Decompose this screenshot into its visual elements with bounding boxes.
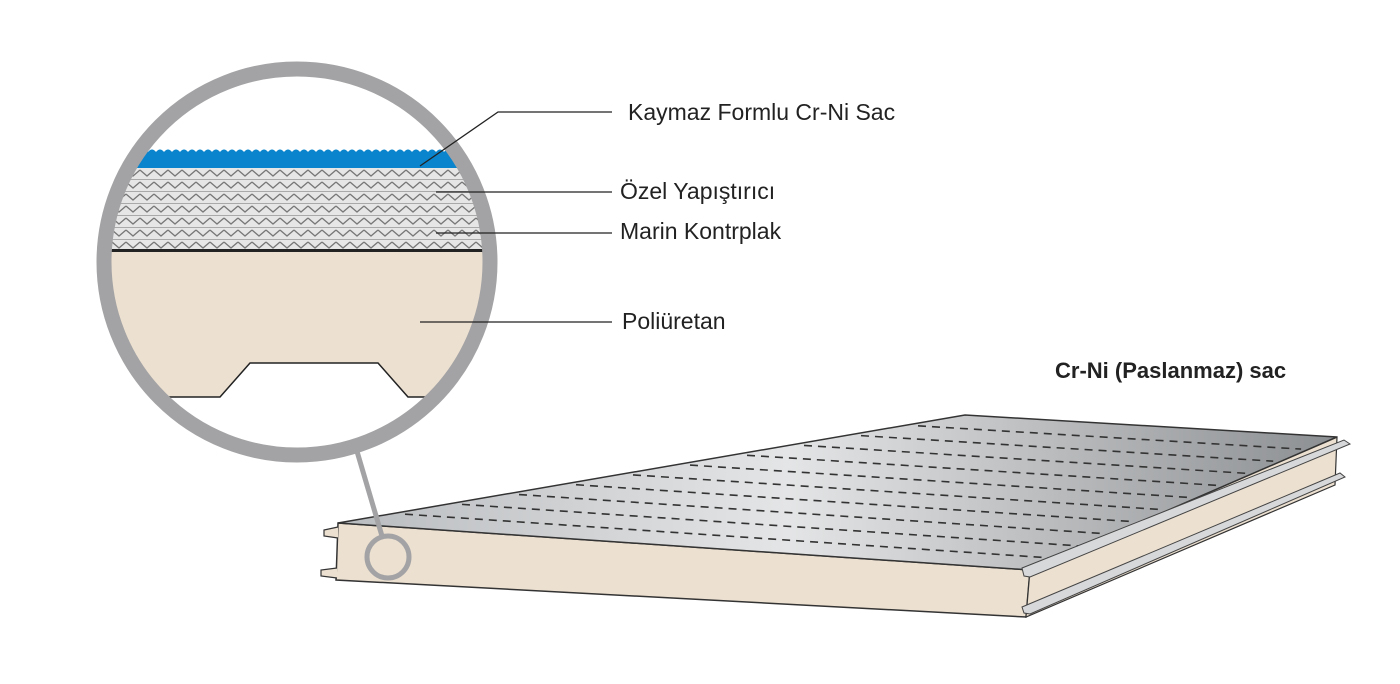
side-rail-bottom [1021, 472, 1346, 615]
layer-polyurethane [111, 252, 483, 397]
detail-connector [353, 447, 385, 537]
panel-dash-line [518, 493, 1106, 535]
label-adhesive: Özel Yapıştırıcı [620, 178, 776, 204]
layer-adhesive-line [111, 249, 483, 252]
layer-plywood [111, 168, 483, 250]
panel-dash-line [461, 503, 1078, 547]
detail-cross-section [111, 76, 483, 448]
panel-dash-line [917, 425, 1302, 450]
panel-dash-line [632, 474, 1162, 511]
panel-dash-line [404, 513, 1050, 559]
panel-dash-lines [404, 425, 1302, 559]
panel-illustration [320, 414, 1352, 618]
leader-lines [419, 111, 612, 323]
label-polyurethane: Poliüretan [622, 308, 726, 334]
left-tongue-top [323, 526, 339, 539]
layer-crni-sheet [111, 149, 483, 168]
side-rail-top [1021, 439, 1352, 578]
label-plywood: Marin Kontrplak [620, 218, 782, 244]
magnifier-ring [96, 61, 498, 463]
panel-title: Cr-Ni (Paslanmaz) sac [1055, 358, 1287, 383]
left-tongue-bottom [320, 567, 338, 579]
detail-marker-circle [364, 533, 412, 581]
panel-dash-line [746, 454, 1218, 487]
panel-dash-line [575, 483, 1134, 523]
panel-dash-line [803, 444, 1246, 475]
panel-top-sheet [337, 414, 1338, 571]
label-crni-sheet: Kaymaz Formlu Cr-Ni Sac [628, 99, 896, 125]
